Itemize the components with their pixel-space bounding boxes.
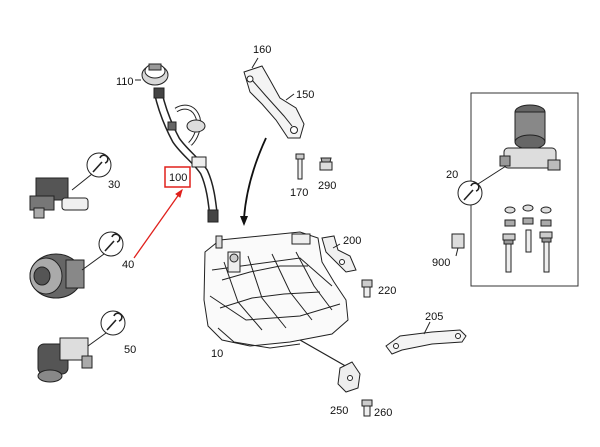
label-260: 260 [374,407,392,419]
part-250-mount [337,361,361,393]
label-200: 200 [343,235,361,247]
leader-20 [477,165,507,185]
label-220: 220 [378,285,396,297]
leader-205 [423,321,431,335]
part-20-hardware [502,204,553,273]
part-900-connector [451,233,465,257]
part-20-pump [499,104,561,171]
wrench-icon [457,180,483,206]
part-205-strap [385,329,467,355]
assembly-arrowhead [240,216,248,226]
leader-50-icon [87,332,107,347]
label-150: 150 [296,89,314,101]
part-100-filler-pipe [153,87,219,223]
label-20: 20 [446,169,458,181]
leader-160 [251,57,259,69]
label-30: 30 [108,179,120,191]
assembly-arrow [243,137,267,219]
label-250: 250 [330,405,348,417]
part-30-valve [29,177,89,219]
part-10-tank [203,231,349,349]
part-170-bolt [295,153,305,180]
part-220-bolt [361,279,373,298]
label-205: 205 [425,311,443,323]
label-10: 10 [211,348,223,360]
part-150-bracket [243,65,305,139]
part-50-pump [37,337,93,383]
wrench-icon [98,231,124,257]
wrench-icon [100,310,126,336]
leader-150 [285,93,295,101]
label-290: 290 [318,180,336,192]
highlight-arrowhead-100 [175,188,183,198]
wrench-icon [86,152,112,178]
label-110: 110 [116,76,134,88]
label-900: 900 [432,257,450,269]
part-290-nut [319,157,333,171]
leader-200 [332,243,341,249]
highlight-box-100 [164,166,191,188]
label-100: 100 [169,172,187,184]
leader-30-icon [71,173,93,191]
label-160: 160 [253,44,271,56]
label-170: 170 [290,187,308,199]
highlight-pointer-100 [133,189,183,259]
part-40-pump [29,253,85,299]
label-50: 50 [124,344,136,356]
label-40: 40 [122,259,134,271]
part-110-cap [135,63,169,86]
leader-40-icon [81,253,105,271]
part-200-bracket [321,235,357,273]
part-260-bolt [361,399,373,417]
